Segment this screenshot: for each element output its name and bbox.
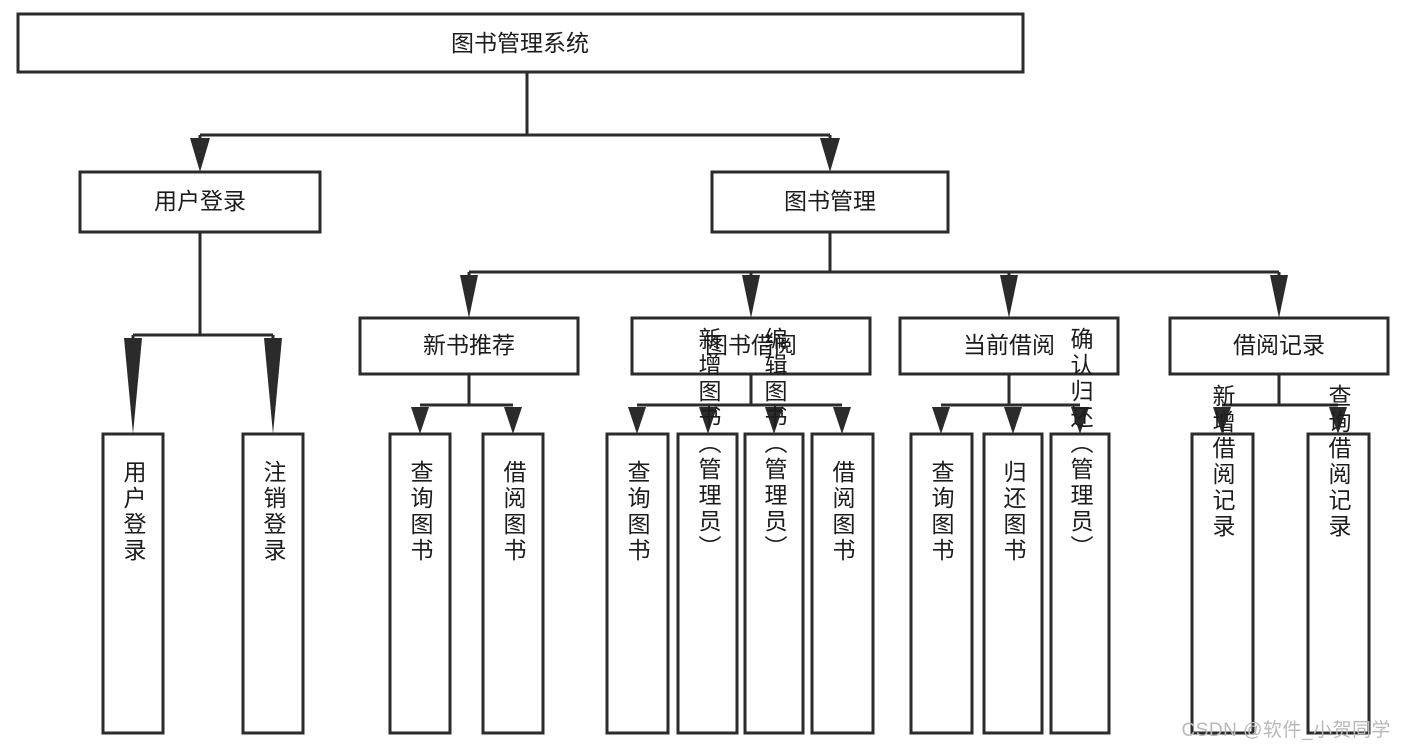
leaf-edit-book-admin[interactable]: 编辑图书（管理员） xyxy=(743,327,805,735)
leaf-confirm-return-admin-box[interactable] xyxy=(1049,432,1111,735)
node-user-login-label: 用户登录 xyxy=(154,188,246,214)
leaf-user-login[interactable]: 用户登录 xyxy=(101,432,165,735)
leaf-return-book[interactable]: 归还图书 xyxy=(982,432,1044,735)
node-root-box[interactable] xyxy=(16,12,1025,74)
leaf-add-borrow-record-label: 新增借阅记录 xyxy=(1209,384,1236,540)
node-user-login-box[interactable] xyxy=(78,170,322,234)
connector-layer xyxy=(124,72,1347,434)
node-current-borrow-box[interactable] xyxy=(898,316,1120,376)
leaf-query-book-current-box[interactable] xyxy=(909,432,974,735)
node-root[interactable]: 图书管理系统 xyxy=(16,12,1025,74)
arrow-head-leaf-confirm-return-admin xyxy=(1071,407,1089,434)
leaf-edit-book-admin-label: 编辑图书（管理员） xyxy=(761,327,788,561)
leaf-add-book-admin[interactable]: 新增图书（管理员） xyxy=(676,327,739,735)
leaf-query-book-current[interactable]: 查询图书 xyxy=(909,432,974,735)
leaf-logout-box[interactable] xyxy=(241,432,305,735)
leaf-query-borrow-record-box[interactable] xyxy=(1306,432,1371,735)
leaf-add-borrow-record[interactable]: 新增借阅记录 xyxy=(1190,384,1255,735)
leaf-query-book-borrow[interactable]: 查询图书 xyxy=(605,432,670,735)
node-book-borrow-box[interactable] xyxy=(630,316,872,376)
leaf-borrow-book-recommend[interactable]: 借阅图书 xyxy=(481,432,545,735)
node-book-borrow-label: 图书借阅 xyxy=(705,332,797,358)
node-current-borrow[interactable]: 当前借阅 xyxy=(898,316,1120,376)
leaf-query-book-recommend[interactable]: 查询图书 xyxy=(388,432,452,735)
leaf-query-book-current-label: 查询图书 xyxy=(928,460,955,564)
arrow-head-leaf-query-borrow-record xyxy=(1329,407,1347,434)
leaf-query-book-borrow-label: 查询图书 xyxy=(624,460,651,564)
node-book-management-box[interactable] xyxy=(710,170,950,234)
leaf-query-borrow-record-label: 查询借阅记录 xyxy=(1325,384,1352,540)
leaf-user-login-box[interactable] xyxy=(101,432,165,735)
leaf-query-book-recommend-label: 查询图书 xyxy=(407,460,434,564)
node-new-book-recommend[interactable]: 新书推荐 xyxy=(358,316,580,376)
arrow-head-leaf-return-book xyxy=(1004,407,1022,434)
leaf-return-book-label: 归还图书 xyxy=(1000,460,1027,564)
arrow-head-leaf-add-borrow-record xyxy=(1213,407,1231,434)
arrow-head-leaf-edit-book-admin xyxy=(765,407,783,434)
arrow-head-leaf-query-book-recommend xyxy=(411,407,429,434)
leaf-query-book-borrow-box[interactable] xyxy=(605,432,670,735)
node-borrow-record[interactable]: 借阅记录 xyxy=(1168,316,1390,376)
leaf-user-login-label: 用户登录 xyxy=(120,460,147,564)
leaf-return-book-box[interactable] xyxy=(982,432,1044,735)
arrow-head-leaf-borrow-book xyxy=(833,407,851,434)
leaf-borrow-book[interactable]: 借阅图书 xyxy=(810,432,875,735)
leaf-confirm-return-admin-label: 确认归还（管理员） xyxy=(1067,327,1094,561)
arrow-head-leaf-query-book-current xyxy=(932,407,950,434)
node-book-borrow[interactable]: 图书借阅 xyxy=(630,316,872,376)
leaf-borrow-book-recommend-label: 借阅图书 xyxy=(500,460,527,564)
leaf-borrow-book-recommend-box[interactable] xyxy=(481,432,545,735)
node-book-management[interactable]: 图书管理 xyxy=(710,170,950,234)
node-new-book-recommend-label: 新书推荐 xyxy=(423,332,515,358)
leaf-add-book-admin-box[interactable] xyxy=(676,432,739,735)
leaf-edit-book-admin-box[interactable] xyxy=(743,432,805,735)
arrow-head-user-login xyxy=(190,138,210,172)
node-user-login[interactable]: 用户登录 xyxy=(78,170,322,234)
node-new-book-recommend-box[interactable] xyxy=(358,316,580,376)
node-borrow-record-box[interactable] xyxy=(1168,316,1390,376)
arrow-head-book-management xyxy=(820,138,840,172)
node-root-label: 图书管理系统 xyxy=(451,30,589,56)
node-borrow-record-label: 借阅记录 xyxy=(1233,332,1325,358)
leaf-query-book-recommend-box[interactable] xyxy=(388,432,452,735)
leaf-borrow-book-box[interactable] xyxy=(810,432,875,735)
leaf-query-borrow-record[interactable]: 查询借阅记录 xyxy=(1306,384,1371,735)
leaf-confirm-return-admin[interactable]: 确认归还（管理员） xyxy=(1049,327,1111,735)
arrow-head-leaf-query-book-borrow xyxy=(628,407,646,434)
node-book-management-label: 图书管理 xyxy=(784,188,876,214)
arrow-head-book-borrow xyxy=(742,275,760,318)
leaf-logout[interactable]: 注销登录 xyxy=(241,432,305,735)
leaf-logout-label: 注销登录 xyxy=(260,460,287,564)
node-current-borrow-label: 当前借阅 xyxy=(963,332,1055,358)
leaf-add-borrow-record-box[interactable] xyxy=(1190,432,1255,735)
leaf-borrow-book-label: 借阅图书 xyxy=(829,460,856,564)
arrow-head-new-book-recommend xyxy=(460,275,478,318)
arrow-head-borrow-record xyxy=(1270,275,1288,318)
leaf-add-book-admin-label: 新增图书（管理员） xyxy=(695,327,722,561)
arrow-head-current-borrow xyxy=(1000,275,1018,318)
arrow-head-leaf-borrow-book-recommend xyxy=(504,407,522,434)
arrow-head-leaf-add-book-admin xyxy=(699,407,717,434)
